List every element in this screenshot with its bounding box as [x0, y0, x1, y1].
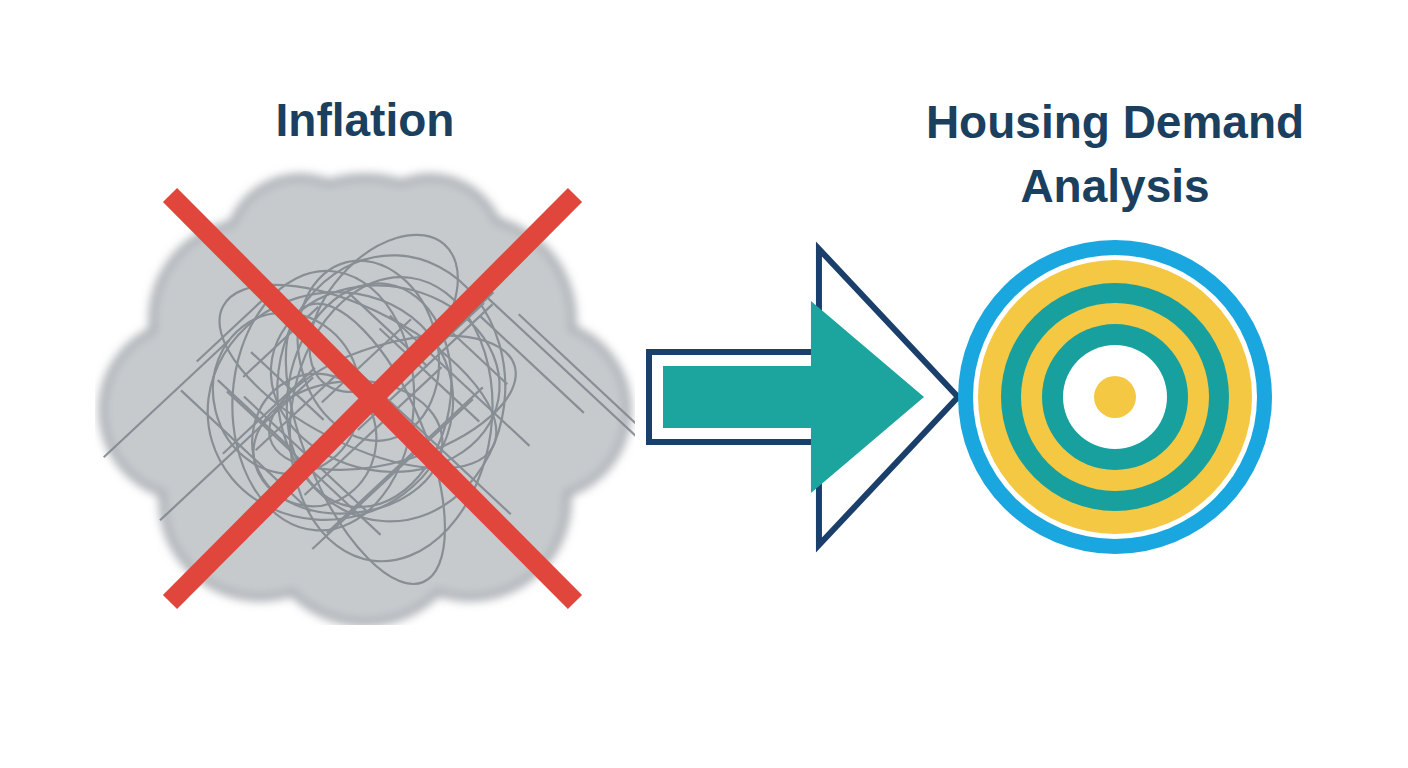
block-arrow	[649, 249, 958, 545]
node-heading: Inflation	[95, 95, 635, 145]
arrow-fill	[663, 301, 924, 493]
target-node: Housing Demand Analysis	[880, 90, 1350, 570]
cloud-node: Inflation	[95, 95, 635, 625]
node-heading: Housing Demand Analysis	[880, 90, 1350, 218]
target-rings	[958, 240, 1272, 554]
arrow-outline	[649, 249, 958, 545]
cloud-shape	[95, 95, 635, 625]
red-cross	[170, 195, 575, 602]
cloud-puffs	[99, 174, 631, 625]
